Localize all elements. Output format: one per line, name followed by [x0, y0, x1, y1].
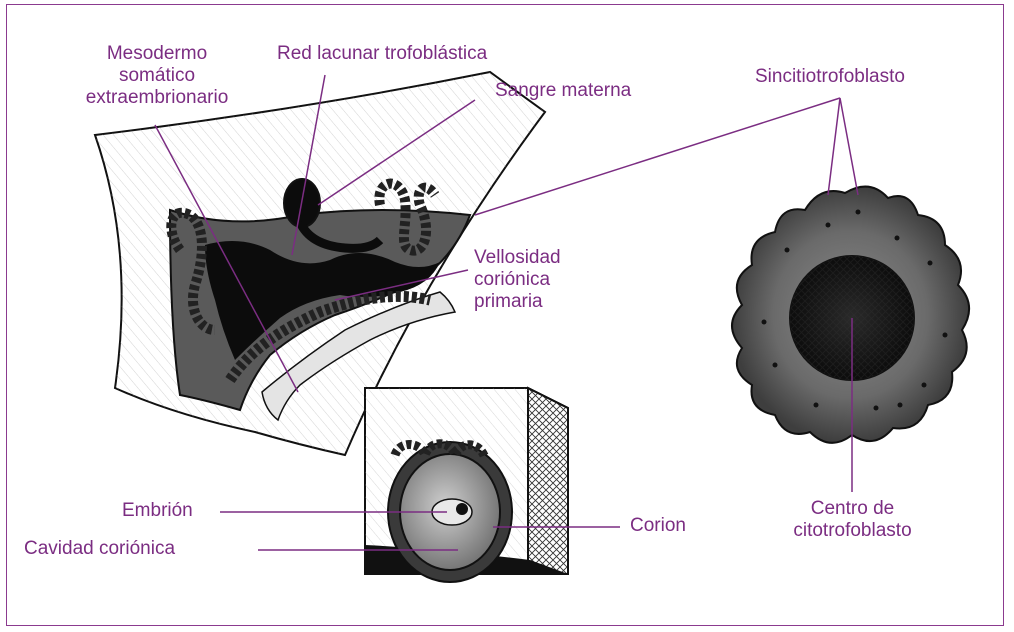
label-vellosidad-line2: coriónica — [474, 269, 561, 291]
label-mesodermo: Mesodermo somático extraembrionario — [72, 43, 242, 109]
label-vellosidad-line1: Vellosidad — [474, 247, 561, 269]
label-embrion: Embrión — [122, 500, 193, 522]
label-centro-line1: Centro de — [770, 498, 935, 520]
label-centro-citotrofoblasto: Centro de citotrofoblasto — [770, 498, 935, 542]
villus-cross-section — [732, 187, 969, 443]
label-sangre-materna: Sangre materna — [495, 80, 631, 102]
label-mesodermo-line2: somático — [72, 65, 242, 87]
label-vellosidad-line3: primaria — [474, 291, 561, 313]
block-section — [365, 388, 568, 582]
label-corion: Corion — [630, 515, 686, 537]
label-vellosidad: Vellosidad coriónica primaria — [474, 247, 561, 313]
label-centro-line2: citotrofoblasto — [770, 520, 935, 542]
label-red-lacunar: Red lacunar trofoblástica — [277, 43, 487, 65]
label-mesodermo-line3: extraembrionario — [72, 87, 242, 109]
leader-sincitio-right — [828, 98, 858, 195]
label-mesodermo-line1: Mesodermo — [72, 43, 242, 65]
label-sincitiotrofoblasto: Sincitiotrofoblasto — [755, 66, 905, 88]
label-cavidad-corionica: Cavidad coriónica — [24, 538, 175, 560]
